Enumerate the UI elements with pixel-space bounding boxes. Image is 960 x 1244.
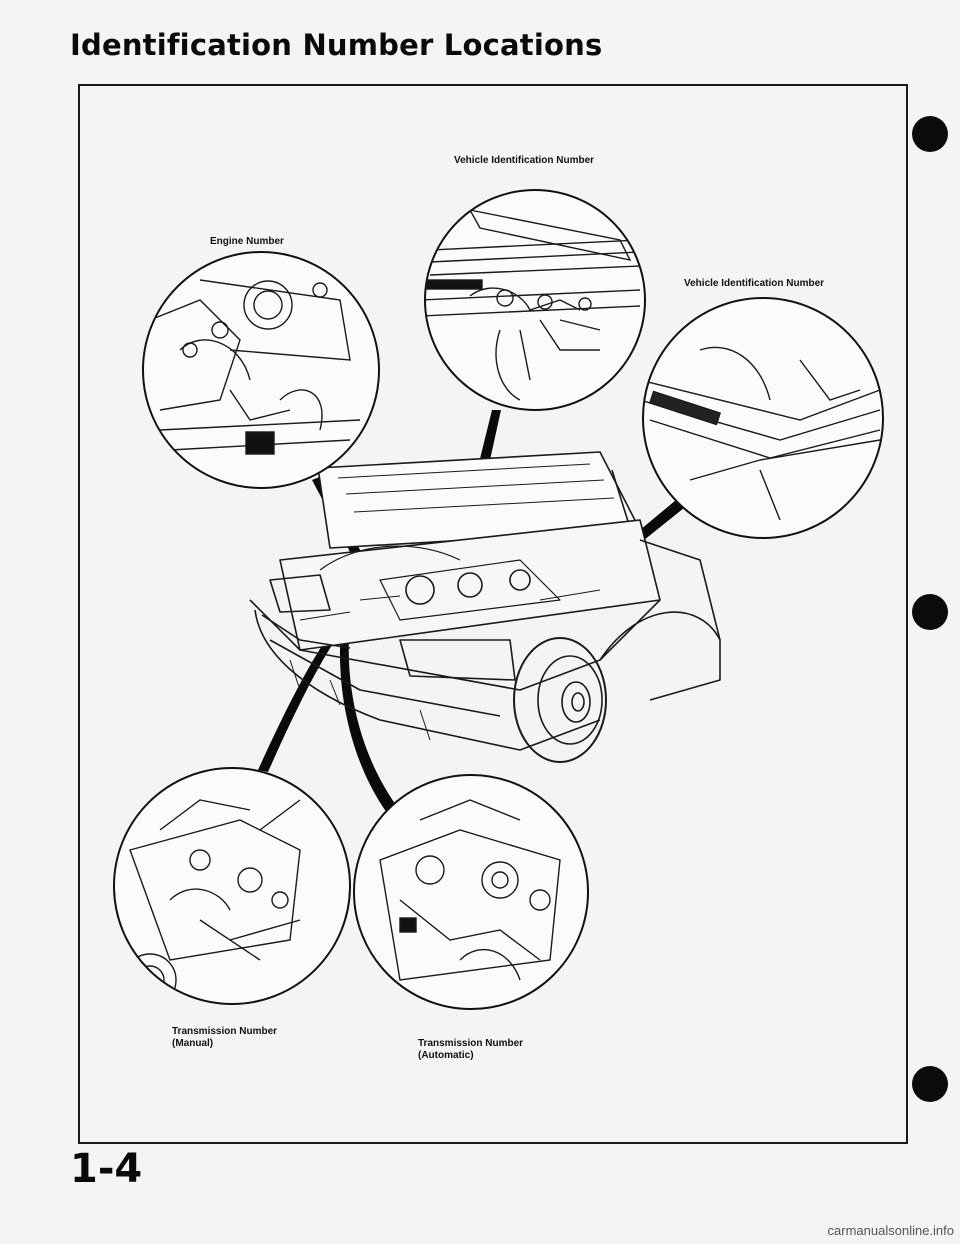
page-title: Identification Number Locations: [70, 28, 603, 62]
footer-watermark: carmanualsonline.info: [827, 1223, 954, 1238]
binder-hole-1: [912, 116, 948, 152]
binder-hole-3: [912, 1066, 948, 1102]
label-trans-manual: Transmission Number (Manual): [172, 1026, 277, 1050]
callout-trans-auto: [353, 774, 589, 1010]
callout-vin-top: [424, 189, 646, 411]
label-vin-right: Vehicle Identification Number: [684, 278, 825, 289]
binder-hole-2: [912, 594, 948, 630]
label-vin-top: Vehicle Identification Number: [454, 155, 595, 166]
label-trans-auto: Transmission Number (Automatic): [418, 1038, 523, 1062]
label-trans-manual-line1: Transmission Number: [172, 1026, 278, 1037]
callout-vin-right: [642, 297, 884, 539]
diagram-frame: [78, 84, 908, 1144]
page-number: 1-4: [70, 1146, 143, 1192]
label-trans-auto-line1: Transmission Number: [418, 1038, 524, 1049]
callout-engine: [142, 251, 380, 489]
callout-trans-manual: [113, 767, 351, 1005]
label-trans-auto-line2: (Automatic): [418, 1050, 474, 1061]
label-engine-number: Engine Number: [210, 236, 284, 247]
label-trans-manual-line2: (Manual): [172, 1038, 214, 1049]
car-drawing: [249, 451, 721, 763]
leader-manual: [258, 606, 358, 772]
